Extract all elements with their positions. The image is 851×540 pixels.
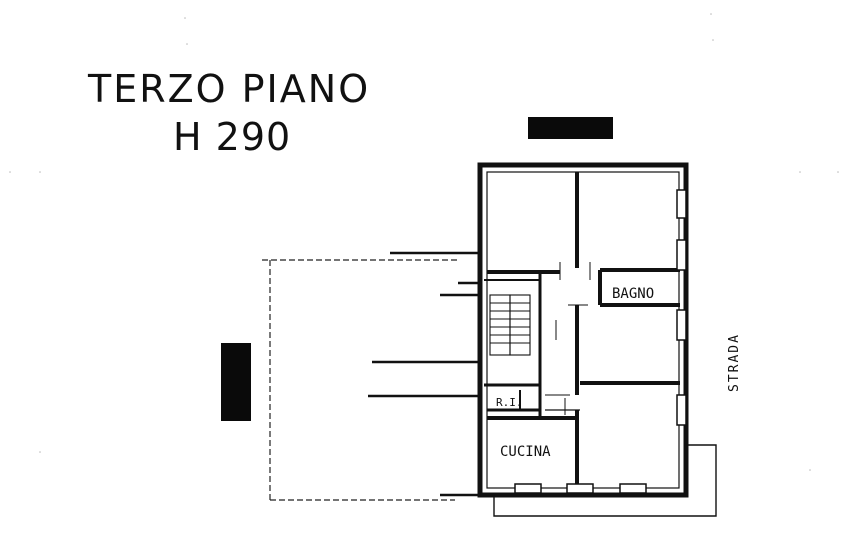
- staircase: [489, 294, 531, 356]
- street-side-wall: [493, 444, 717, 517]
- room-label-bagno: BAGNO: [612, 286, 654, 302]
- scan-noise: [9, 13, 839, 471]
- interior-walls: [484, 172, 680, 490]
- plan-title: TERZO PIANO: [88, 67, 371, 111]
- room-label-cucina: CUCINA: [500, 444, 551, 460]
- room-label-ri: R.I.: [496, 396, 523, 409]
- windows: [514, 189, 687, 494]
- redaction-block-left: [221, 343, 251, 421]
- floor-height-label: H 290: [173, 115, 292, 159]
- street-label: STRADA: [727, 333, 742, 392]
- redaction-block-top: [528, 117, 613, 139]
- terrace-tie-lines: [368, 251, 482, 497]
- door-marks: [545, 262, 591, 415]
- terrace-outline: [262, 259, 460, 501]
